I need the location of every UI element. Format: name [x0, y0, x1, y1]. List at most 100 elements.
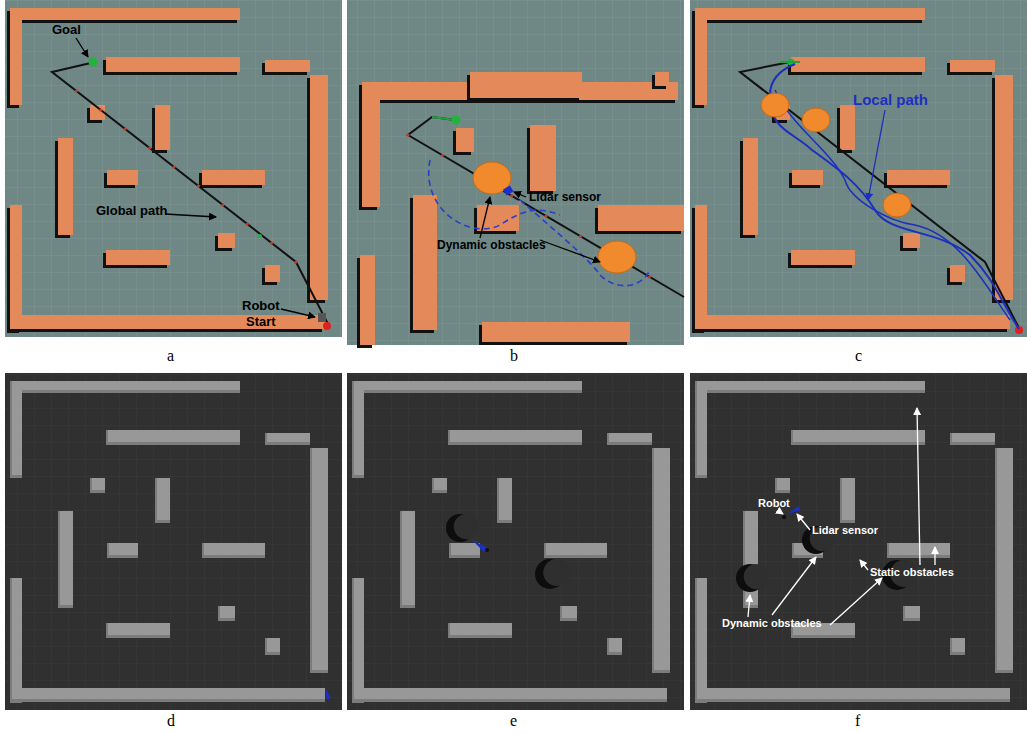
static-obstacle — [10, 8, 22, 105]
leader-line — [830, 578, 882, 625]
lidar-sensor — [472, 540, 488, 552]
static-obstacle — [470, 72, 582, 98]
leader-line — [514, 192, 526, 197]
static-obstacle — [402, 511, 415, 605]
dynamic-obstacle-shade — [454, 514, 479, 539]
static-obstacle — [17, 381, 240, 390]
goal-marker — [89, 58, 98, 67]
static-obstacle — [108, 623, 170, 635]
static-obstacle — [448, 430, 582, 445]
static-obstacle — [220, 606, 235, 618]
leader-line — [480, 197, 490, 238]
path-line — [408, 117, 684, 297]
marker-dot — [441, 154, 444, 157]
marker-dot — [75, 89, 78, 92]
path-line — [52, 62, 329, 326]
static-obstacle — [793, 430, 925, 442]
static-obstacle — [695, 381, 707, 478]
static-obstacle — [267, 433, 310, 442]
static-obstacle — [791, 250, 855, 265]
static-obstacle — [265, 638, 280, 655]
static-obstacle — [598, 205, 684, 231]
callout-label: Start — [246, 314, 276, 329]
static-obstacle — [451, 543, 480, 555]
static-obstacle — [775, 478, 790, 493]
leader-line — [748, 595, 750, 617]
static-obstacle — [700, 8, 925, 20]
static-obstacle — [58, 138, 73, 235]
static-obstacle — [106, 57, 240, 72]
static-obstacle — [218, 233, 235, 248]
ground-grid — [5, 0, 342, 337]
lidar-sensor — [503, 185, 513, 195]
callout-label: Robot — [242, 298, 280, 313]
static-obstacle — [108, 430, 240, 442]
static-obstacle — [106, 623, 170, 638]
static-obstacle — [362, 82, 380, 207]
static-obstacle — [107, 543, 138, 558]
static-obstacle — [695, 205, 707, 330]
static-obstacle — [952, 638, 965, 652]
ground-grid — [347, 373, 684, 710]
leader-line — [934, 547, 935, 565]
marker-dot — [148, 146, 151, 149]
callout-label: Goal — [52, 22, 81, 37]
static-obstacle — [560, 606, 577, 621]
static-obstacle — [10, 381, 22, 478]
static-obstacle — [777, 478, 790, 490]
robot-marker — [517, 201, 522, 206]
local-path — [775, 90, 1010, 320]
marker-dot — [579, 235, 582, 238]
panel-letter: f — [855, 712, 860, 730]
panel-letter: a — [167, 347, 174, 365]
static-obstacle — [609, 638, 622, 652]
leader-line — [540, 240, 600, 262]
static-obstacle — [840, 105, 855, 150]
marker-dot — [510, 194, 513, 197]
static-obstacle — [950, 433, 995, 445]
leader-line — [76, 38, 88, 57]
static-obstacle — [10, 205, 22, 330]
static-obstacle — [413, 195, 437, 330]
marker-dot — [124, 127, 127, 130]
static-obstacle — [267, 638, 280, 652]
static-obstacle — [12, 688, 325, 699]
static-obstacle — [997, 448, 1013, 670]
robot-marker — [485, 548, 489, 552]
static-obstacle — [652, 448, 670, 673]
static-obstacle — [106, 430, 240, 445]
leader-line — [868, 110, 885, 200]
static-obstacle — [204, 543, 265, 555]
marker-dot — [406, 133, 409, 136]
static-obstacle — [352, 381, 364, 478]
static-obstacle — [432, 478, 447, 493]
static-obstacle — [10, 315, 325, 329]
dynamic-obstacle — [802, 108, 830, 132]
static-obstacle — [995, 75, 1013, 300]
static-obstacle — [106, 250, 170, 265]
marker-dot — [294, 260, 297, 263]
leader-line — [797, 514, 810, 530]
robot-marker — [782, 515, 786, 519]
marker-dot — [99, 108, 102, 111]
panel-letter: b — [510, 347, 518, 365]
static-obstacle — [359, 381, 582, 390]
static-obstacle — [15, 381, 240, 393]
panel-letter: d — [167, 712, 175, 730]
panel-letter: c — [855, 347, 862, 365]
dynamic-obstacle — [761, 93, 789, 117]
static-obstacle — [903, 606, 920, 621]
static-obstacle — [499, 478, 512, 520]
static-obstacle — [456, 128, 474, 152]
static-obstacle — [400, 511, 415, 608]
static-obstacle — [354, 688, 667, 699]
static-obstacle — [310, 448, 328, 673]
callout-label: Global path — [96, 203, 168, 218]
static-obstacle — [434, 478, 447, 490]
static-obstacle — [352, 688, 667, 702]
static-obstacle — [695, 315, 1010, 329]
static-obstacle — [60, 511, 73, 605]
start-marker — [323, 322, 331, 330]
lidar-sensor — [325, 688, 331, 700]
